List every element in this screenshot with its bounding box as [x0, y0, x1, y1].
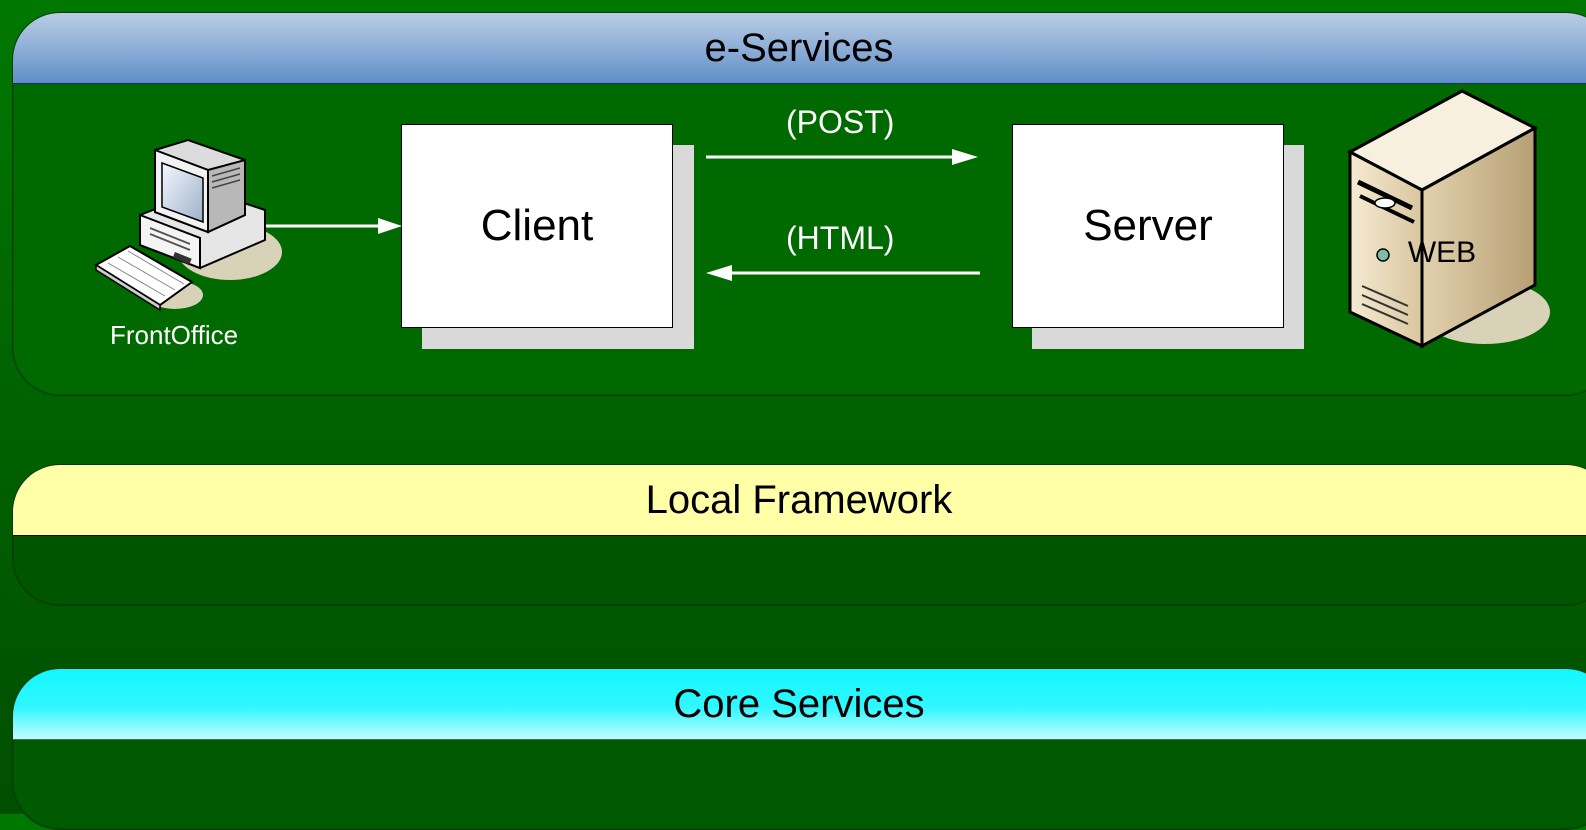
post-arrow: [706, 149, 978, 165]
frontoffice-to-client-arrow: [265, 218, 402, 234]
client-label: Client: [480, 201, 594, 250]
client-box[interactable]: Client: [401, 124, 673, 328]
post-edge-label: (POST): [786, 104, 895, 140]
local-framework-layer-title: Local Framework: [13, 465, 1586, 536]
frontoffice-label: FrontOffice: [110, 320, 239, 350]
core-services-layer: Core Services: [12, 668, 1586, 830]
web-server-tower-icon: [1346, 89, 1550, 349]
eservices-layer: e-Services: [12, 12, 1586, 396]
html-edge-label: (HTML): [786, 220, 895, 256]
html-arrow: [706, 265, 980, 281]
local-framework-layer: Local Framework: [12, 464, 1586, 606]
core-services-layer-title: Core Services: [13, 669, 1586, 740]
web-server-label: WEB: [1408, 236, 1476, 269]
desktop-computer-icon: [94, 138, 282, 312]
server-label: Server: [1083, 201, 1213, 250]
server-box[interactable]: Server: [1012, 124, 1284, 328]
eservices-layer-title: e-Services: [13, 13, 1586, 84]
